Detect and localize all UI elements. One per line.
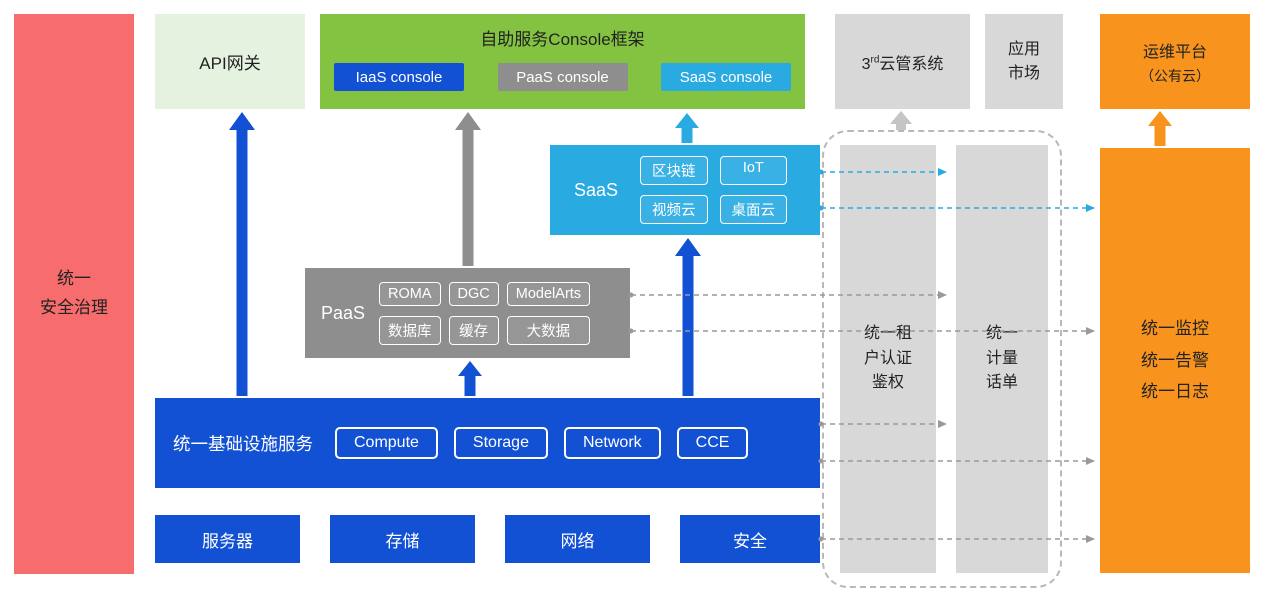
om-platform-sublabel: （公有云） — [1140, 67, 1210, 84]
video-cloud-chip: 视频云 — [640, 195, 708, 224]
arrow-infra-to-saas — [675, 238, 701, 396]
saas-layer-box: SaaS 区块链 IoT 视频云 桌面云 — [550, 145, 820, 235]
shared-services-dashed-group — [822, 130, 1062, 588]
monitor-alarm-log-label: 统一监控 统一告警 统一日志 — [1141, 319, 1209, 402]
security-governance-bar: 统一 安全治理 — [14, 14, 134, 574]
third-party-cloud-mgmt-box: 3rd云管系统 — [835, 14, 970, 109]
api-gateway-box: API网关 — [155, 14, 305, 109]
paas-console-button: PaaS console — [497, 63, 628, 91]
infrastructure-chip-row: Compute Storage Network CCE — [335, 427, 749, 459]
arrow-monitor-to-om-platform — [1148, 111, 1172, 146]
iaas-console-button: IaaS console — [334, 63, 464, 91]
dgc-chip: DGC — [448, 281, 499, 306]
bigdata-chip: 大数据 — [506, 315, 591, 345]
security-governance-label: 统一 安全治理 — [40, 269, 108, 317]
third-party-cloud-mgmt-label: 3rd云管系统 — [862, 50, 944, 74]
metering-label: 统一 计量 话单 — [985, 324, 1018, 392]
roma-chip: ROMA — [379, 281, 441, 306]
storage-chip: Storage — [453, 427, 548, 459]
app-market-box: 应用 市场 — [985, 14, 1063, 109]
paas-layer-label: PaaS — [321, 302, 366, 323]
hardware-storage-box: 存储 — [330, 515, 475, 563]
saas-layer-label: SaaS — [574, 179, 619, 200]
arrow-saas-to-console — [675, 113, 699, 143]
hardware-network-box: 网络 — [505, 515, 650, 563]
blockchain-chip: 区块链 — [640, 156, 708, 185]
arrow-paas-to-console — [455, 112, 481, 266]
om-platform-label: 运维平台 — [1142, 43, 1207, 61]
api-gateway-label: API网关 — [199, 54, 261, 73]
console-framework-title: 自助服务Console框架 — [480, 30, 645, 49]
hardware-security-box: 安全 — [680, 515, 820, 563]
cms-superscript: rd — [870, 54, 880, 66]
tenant-auth-label: 统一租 户认证 鉴权 — [863, 324, 912, 392]
paas-chip-grid: ROMA DGC ModelArts 数据库 缓存 大数据 — [379, 281, 591, 345]
monitor-alarm-log-bar: 统一监控 统一告警 统一日志 — [1100, 148, 1250, 573]
infrastructure-services-label: 统一基础设施服务 — [173, 433, 313, 454]
saas-chip-grid: 区块链 IoT 视频云 桌面云 — [640, 156, 788, 224]
cache-chip: 缓存 — [448, 315, 499, 345]
cms-suffix: 云管系统 — [879, 55, 944, 73]
arrow-group-to-3rd-cms — [890, 111, 912, 130]
cms-prefix: 3 — [861, 55, 871, 73]
infrastructure-services-box: 统一基础设施服务 Compute Storage Network CCE — [155, 398, 820, 488]
console-framework-box: 自助服务Console框架 IaaS console PaaS console … — [320, 14, 805, 109]
compute-chip: Compute — [335, 427, 438, 459]
tenant-auth-bar: 统一租 户认证 鉴权 — [840, 145, 936, 573]
arrow-infra-to-paas — [458, 361, 482, 396]
hardware-server-box: 服务器 — [155, 515, 300, 563]
cce-chip: CCE — [676, 427, 749, 459]
saas-console-button: SaaS console — [661, 63, 791, 91]
database-chip: 数据库 — [379, 315, 441, 345]
app-market-label: 应用 市场 — [1007, 40, 1040, 82]
iot-chip: IoT — [719, 156, 788, 185]
console-buttons-row: IaaS console PaaS console SaaS console — [320, 63, 805, 91]
network-chip: Network — [563, 427, 661, 459]
paas-layer-box: PaaS ROMA DGC ModelArts 数据库 缓存 大数据 — [305, 268, 630, 358]
modelarts-chip: ModelArts — [506, 281, 591, 306]
arrow-infra-to-api-gateway — [229, 112, 255, 396]
om-platform-box: 运维平台 （公有云） — [1100, 14, 1250, 109]
metering-bar: 统一 计量 话单 — [956, 145, 1048, 573]
desktop-cloud-chip: 桌面云 — [719, 195, 788, 224]
